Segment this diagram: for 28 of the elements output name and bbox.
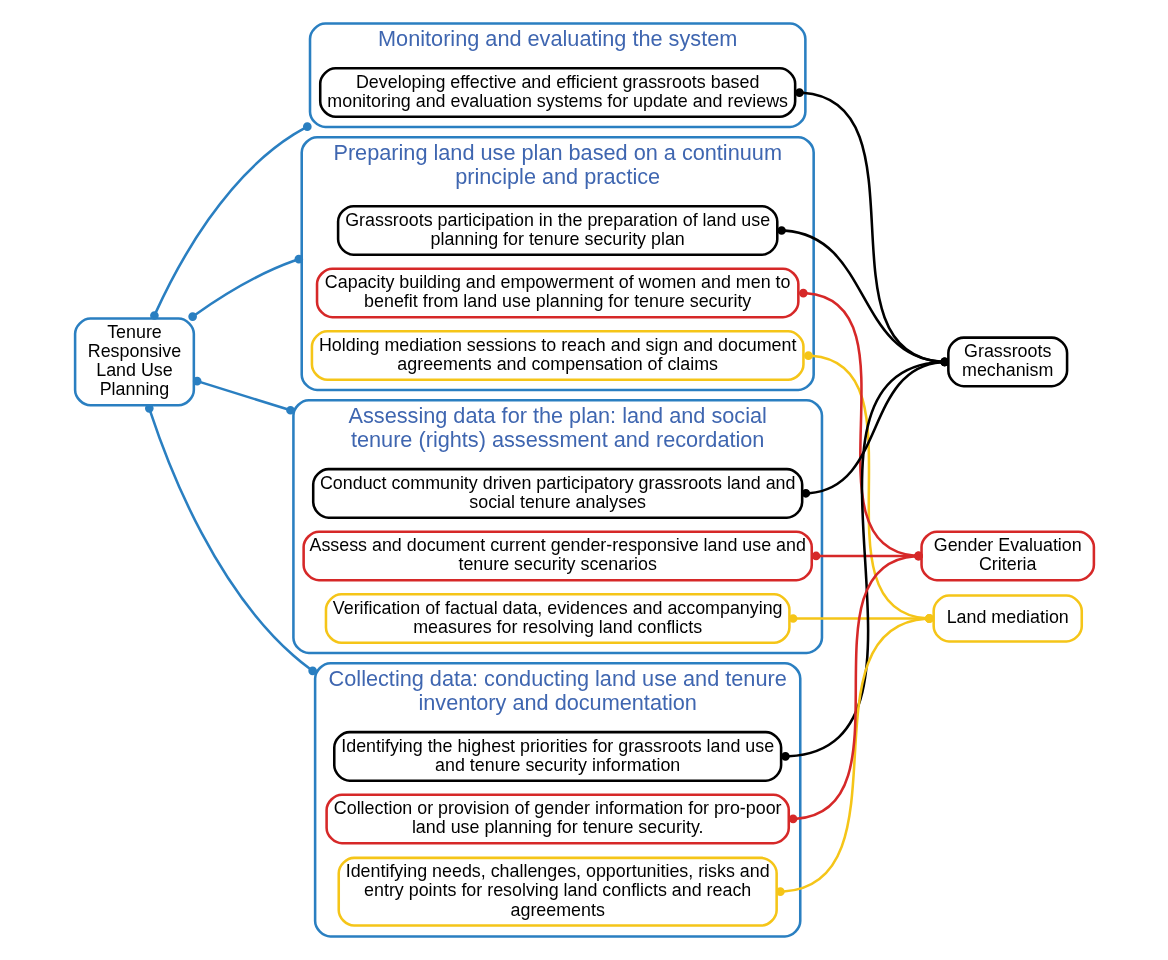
node-box: Land mediation xyxy=(931,594,1083,643)
connector xyxy=(798,288,923,561)
connector xyxy=(187,254,303,321)
node-box: Gender Evaluation Criteria xyxy=(919,530,1095,582)
connector xyxy=(788,551,923,824)
connector xyxy=(803,351,934,623)
connector xyxy=(775,614,934,896)
node-box: Grassroots participation in the preparation of land use planning for tenure security plan xyxy=(336,204,779,256)
connector xyxy=(776,226,949,367)
node-box: Conduct community driven participatory grassroots land and social tenure analyses xyxy=(311,467,803,519)
connector xyxy=(801,357,949,498)
connector xyxy=(788,614,934,623)
connector xyxy=(780,357,949,761)
connector xyxy=(144,404,317,676)
connector xyxy=(192,376,295,415)
node-box: Capacity building and empowerment of women and men to benefit from land use planning for tenure security xyxy=(315,267,800,319)
node-box: Grassroots mechanism xyxy=(946,336,1068,388)
node-box: Developing effective and efficient grassroots based monitoring and evaluation systems for update and reviews xyxy=(318,67,796,119)
connector xyxy=(794,88,949,367)
node-box: Identifying the highest priorities for grassroots land use and tenure security information xyxy=(332,730,782,782)
connector xyxy=(149,122,312,320)
connector xyxy=(811,551,923,561)
node-box: Collection or provision of gender information for pro-poor land use planning for tenure security. xyxy=(324,793,790,845)
node-box: Verification of factual data, evidences and accompanying measures for resolving land conflicts xyxy=(324,593,791,645)
node-box: Holding mediation sessions to reach and sign and document agreements and compensation of claims xyxy=(310,330,805,382)
node-box: Identifying needs, challenges, opportunities, risks and entry points for resolving land conflicts and reach agreements xyxy=(336,856,778,927)
node-box: Tenure Responsive Land Use Planning xyxy=(73,317,195,407)
node-box: Assess and document current gender-responsive land use and tenure security scenarios xyxy=(301,530,813,582)
